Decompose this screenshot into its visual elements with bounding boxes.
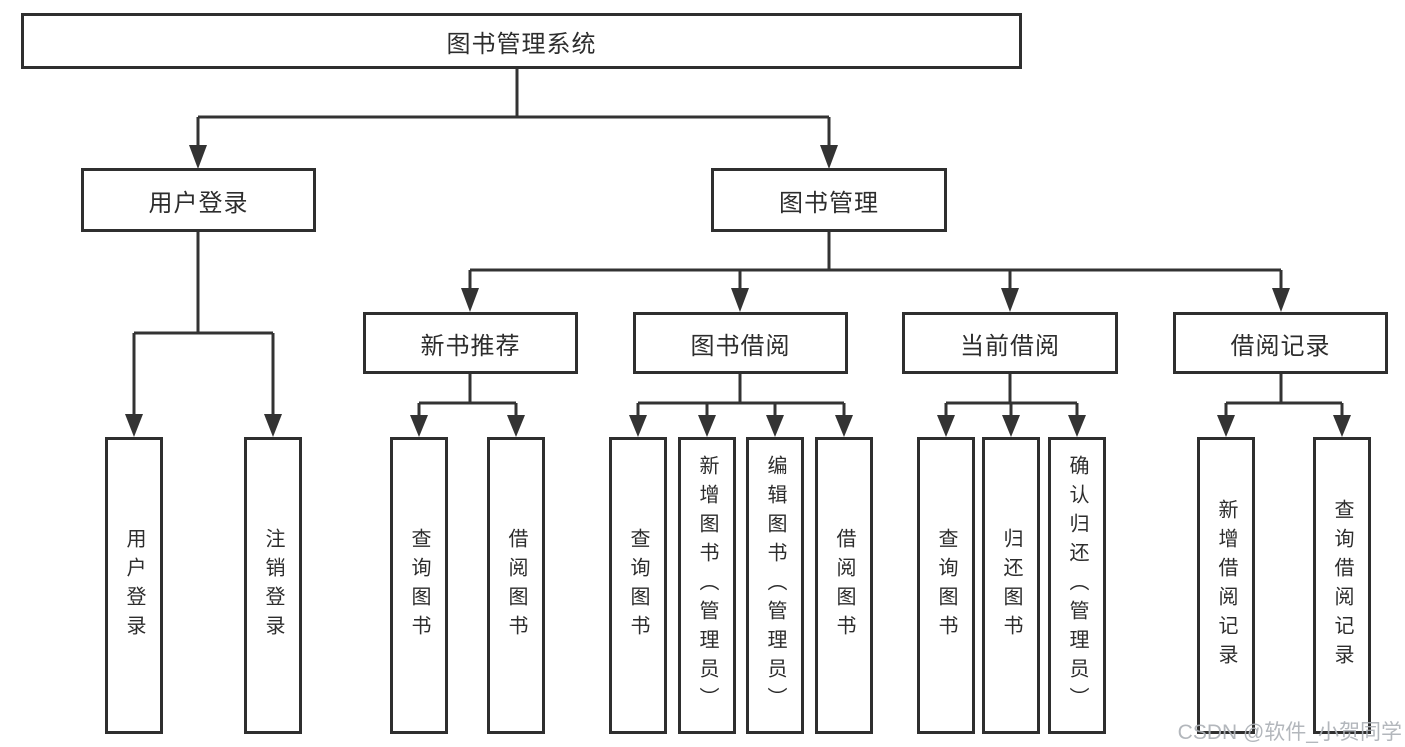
leaf-confirm-return-admin-label: 确认归还（管理员）	[1066, 455, 1088, 716]
leaf-borrow-books: 借阅图书	[815, 437, 873, 734]
leaf-query-books-recommend-label: 查询图书	[408, 527, 430, 644]
leaf-borrow-books-recommend: 借阅图书	[487, 437, 545, 734]
leaf-user-login: 用户登录	[105, 437, 163, 734]
leaf-query-borrow-record-label: 查询借阅记录	[1331, 498, 1353, 673]
leaf-return-books: 归还图书	[982, 437, 1040, 734]
leaf-confirm-return-admin: 确认归还（管理员）	[1048, 437, 1106, 734]
connector-new-book-recommend	[417, 374, 518, 417]
leaf-add-borrow-record-label: 新增借阅记录	[1215, 498, 1237, 673]
leaf-user-login-label: 用户登录	[123, 527, 145, 644]
node-new-book-recommend: 新书推荐	[363, 312, 578, 374]
leaf-borrow-books-label: 借阅图书	[833, 527, 855, 644]
leaf-edit-books-admin-label: 编辑图书（管理员）	[764, 455, 786, 716]
connector-root	[196, 69, 831, 147]
node-root-system: 图书管理系统	[21, 13, 1022, 69]
leaf-add-borrow-record: 新增借阅记录	[1197, 437, 1255, 734]
leaf-query-books-recommend: 查询图书	[390, 437, 448, 734]
leaf-query-books-borrowing: 查询图书	[609, 437, 667, 734]
node-borrowing-records: 借阅记录	[1173, 312, 1388, 374]
connector-book-borrowing	[636, 374, 846, 417]
leaf-query-books-borrowing-label: 查询图书	[627, 527, 649, 644]
leaf-query-books-current-label: 查询图书	[935, 527, 957, 644]
connector-book-management	[468, 232, 1283, 290]
connector-user-login	[132, 232, 275, 416]
node-book-borrowing: 图书借阅	[633, 312, 848, 374]
leaf-add-books-admin-label: 新增图书（管理员）	[696, 455, 718, 716]
csdn-watermark: CSDN @软件_小贺同学	[1177, 721, 1402, 744]
node-user-login: 用户登录	[81, 168, 316, 232]
connector-borrowing-records	[1224, 374, 1344, 417]
leaf-logout-label: 注销登录	[262, 527, 284, 644]
leaf-query-books-current: 查询图书	[917, 437, 975, 734]
leaf-return-books-label: 归还图书	[1000, 527, 1022, 644]
leaf-borrow-books-recommend-label: 借阅图书	[505, 527, 527, 644]
node-current-borrowing: 当前借阅	[902, 312, 1118, 374]
connector-current-borrowing	[944, 374, 1079, 417]
leaf-edit-books-admin: 编辑图书（管理员）	[746, 437, 804, 734]
node-book-management: 图书管理	[711, 168, 947, 232]
leaf-logout: 注销登录	[244, 437, 302, 734]
leaf-query-borrow-record: 查询借阅记录	[1313, 437, 1371, 734]
leaf-add-books-admin: 新增图书（管理员）	[678, 437, 736, 734]
